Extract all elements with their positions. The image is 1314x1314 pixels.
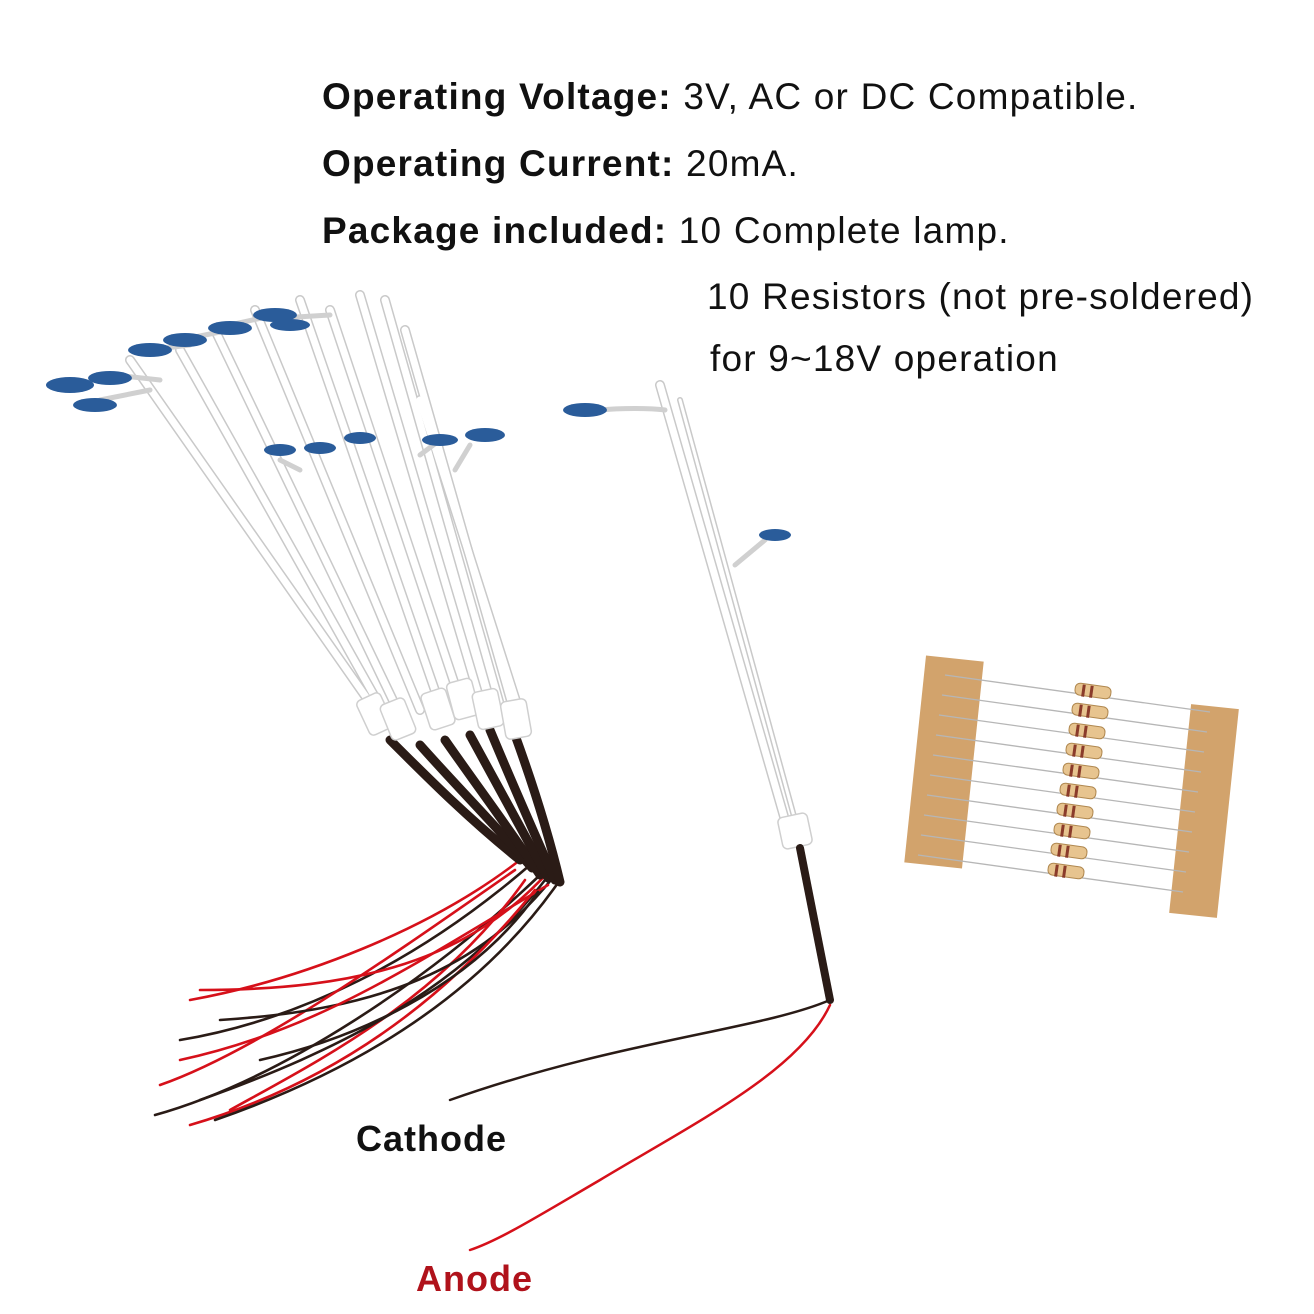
current-spec: Operating Current: 20mA. — [322, 143, 799, 185]
bundle-sleeves — [385, 725, 565, 887]
current-value: 20mA. — [686, 143, 799, 184]
voltage-label: Operating Voltage: — [322, 76, 672, 117]
package-line-3: for 9~18V operation — [710, 338, 1059, 379]
package-line-2-row: 10 Resistors (not pre-soldered) — [707, 276, 1254, 318]
bundle-lamp-heads — [46, 308, 505, 456]
resistor-strip — [904, 655, 1239, 918]
current-label: Operating Current: — [322, 143, 675, 184]
lamp-bundle — [46, 290, 565, 1127]
bundle-collars — [356, 677, 533, 741]
package-line-2: 10 Resistors (not pre-soldered) — [707, 276, 1255, 317]
bundle-wires — [153, 858, 562, 1127]
package-line-3-row: for 9~18V operation — [710, 338, 1059, 380]
anode-label: Anode — [416, 1258, 533, 1299]
package-line-1: 10 Complete lamp. — [678, 210, 1010, 251]
single-lamp — [448, 380, 834, 1252]
single-cathode-wire — [448, 998, 832, 1102]
voltage-value: 3V, AC or DC Compatible. — [683, 76, 1139, 117]
voltage-spec: Operating Voltage: 3V, AC or DC Compatib… — [322, 76, 1139, 118]
single-anode-wire — [468, 1003, 832, 1252]
package-label: Package included: — [322, 210, 668, 251]
cathode-label: Cathode — [356, 1118, 507, 1159]
package-spec: Package included: 10 Complete lamp. — [322, 210, 1010, 252]
